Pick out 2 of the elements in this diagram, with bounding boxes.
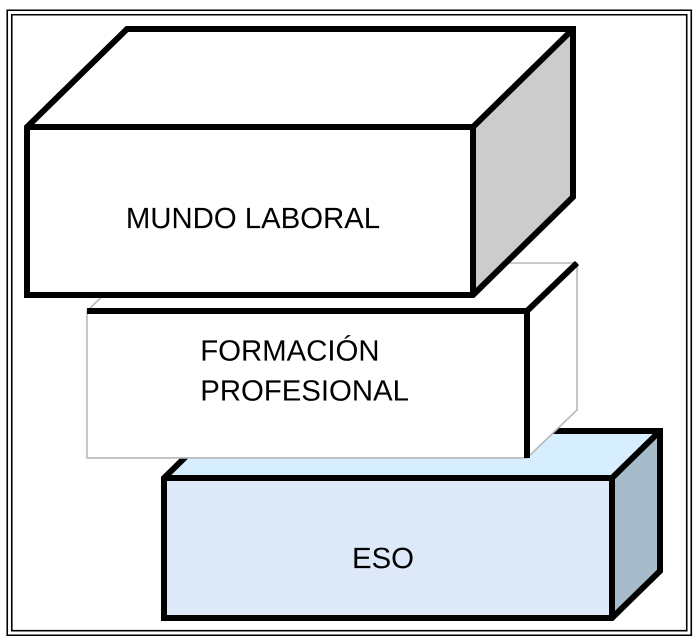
cuboid-box: MUNDO LABORAL — [24, 26, 576, 298]
node-label: FORMACIÓN PROFESIONAL — [202, 335, 408, 401]
